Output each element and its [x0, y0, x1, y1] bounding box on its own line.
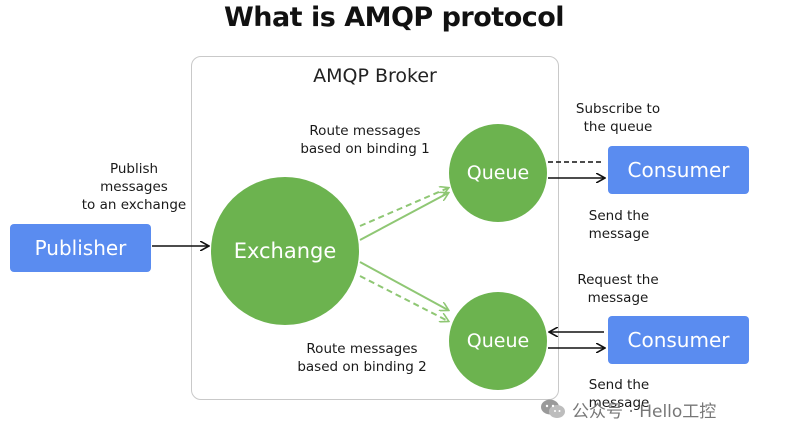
- queue-2-label: Queue: [466, 330, 530, 352]
- route-arrow-2: [359, 261, 448, 310]
- consumer-2-label: Consumer: [627, 328, 730, 352]
- queue-node-2: Queue: [449, 292, 547, 390]
- queue-1-label: Queue: [466, 162, 530, 184]
- publisher-node: Publisher: [10, 224, 151, 272]
- wechat-icon: [541, 399, 565, 418]
- queue-node-1: Queue: [449, 124, 547, 222]
- consumer-1-label: Consumer: [627, 158, 730, 182]
- watermark-text: 公众号 · Hello工控: [572, 401, 717, 422]
- send-label-2: Send the message: [588, 377, 650, 411]
- route-label-2: Route messages based on binding 2: [297, 341, 427, 375]
- consumer-node-2: Consumer: [608, 316, 749, 364]
- watermark: 公众号 · Hello工控: [540, 396, 716, 422]
- send-label-1: Send the message: [588, 208, 650, 242]
- request-label: Request the message: [577, 272, 659, 306]
- amqp-broker-label: AMQP Broker: [313, 65, 437, 87]
- amqp-broker-container: [191, 56, 559, 400]
- exchange-label: Exchange: [233, 239, 337, 263]
- diagram-title: What is AMQP protocol: [223, 2, 565, 33]
- route-arrow-2-dashed: [359, 275, 448, 321]
- publisher-label: Publisher: [34, 236, 127, 260]
- exchange-node: Exchange: [211, 177, 359, 325]
- subscribe-label: Subscribe to the queue: [575, 101, 661, 135]
- consumer-node-1: Consumer: [608, 146, 749, 194]
- route-label-1: Route messages based on binding 1: [300, 123, 430, 157]
- route-arrow-1-solid: [359, 193, 448, 241]
- publish-label: Publish messages to an exchange: [81, 161, 187, 213]
- route-arrow-1: [359, 188, 448, 227]
